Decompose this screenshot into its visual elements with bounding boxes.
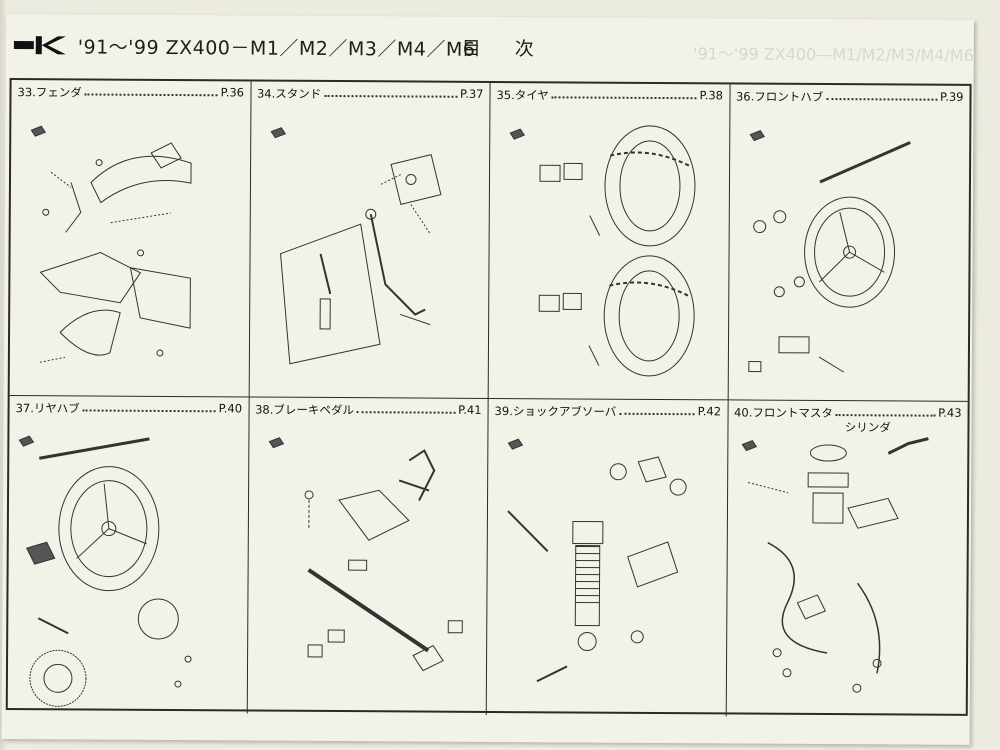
- stand-diagram: [270, 127, 442, 365]
- section-title: 34.スタンド: [256, 86, 322, 101]
- brake-pedal-diagram: [268, 437, 463, 672]
- section-page: P.43: [938, 405, 962, 420]
- leader-dots: [356, 402, 456, 414]
- section-page: P.39: [940, 89, 964, 104]
- section-title: 37.リヤハブ: [15, 401, 80, 416]
- leader-dots: [619, 403, 695, 416]
- index-label: 目 次: [461, 37, 548, 61]
- section-title: 33.フェンダ: [17, 85, 82, 100]
- shock-absorber-diagram: [507, 438, 687, 683]
- section-heading: 33.フェンダ P.36: [17, 84, 244, 103]
- section-heading: 37.リヤハブ P.40: [16, 400, 243, 419]
- section-front-hub[interactable]: 36.フロントハブ P.39: [728, 84, 970, 402]
- catalog-title: '91～'99 ZX400－M1／M2／M3／M4／M6: [77, 36, 476, 61]
- section-page: P.41: [458, 402, 482, 417]
- kawasaki-logo-icon: [13, 36, 66, 55]
- leader-dots: [551, 87, 697, 100]
- parts-catalog-page: '91～'99 ZX400－M1／M2／M3／M4／M6 目 次 '91～'99…: [1, 14, 974, 745]
- front-hub-diagram: [747, 129, 911, 373]
- section-page: P.40: [218, 401, 243, 416]
- leader-dots: [826, 89, 938, 101]
- section-tire[interactable]: 35.タイヤ P.38: [488, 82, 731, 401]
- section-title: 38.ブレーキペダル: [255, 402, 354, 418]
- tire-diagram: [509, 125, 696, 377]
- fender-diagram: [30, 125, 192, 363]
- section-page: P.42: [697, 404, 722, 419]
- section-title: 35.タイヤ: [496, 87, 550, 103]
- leader-dots: [82, 400, 216, 413]
- section-heading: 36.フロントハブ P.39: [736, 88, 964, 107]
- page-header: '91～'99 ZX400－M1／M2／M3／M4／M6 目 次 '91～'99…: [6, 28, 974, 70]
- section-heading: 35.タイヤ P.38: [496, 87, 723, 106]
- leader-dots: [324, 85, 458, 98]
- section-title: 36.フロントハブ: [735, 89, 824, 104]
- section-heading: 38.ブレーキペダル P.41: [255, 402, 482, 421]
- section-page: P.37: [460, 86, 484, 101]
- section-shock-absorber[interactable]: 39.ショックアブソーバ P.42: [486, 398, 729, 717]
- section-rear-hub[interactable]: 37.リヤハブ P.40: [7, 396, 250, 714]
- section-page: P.38: [699, 88, 724, 103]
- leader-dots: [835, 405, 936, 417]
- master-cylinder-diagram: [741, 437, 929, 693]
- diagram-index-grid: 33.フェンダ P.36 34.スタンド: [5, 78, 972, 717]
- rear-hub-diagram: [18, 435, 192, 707]
- section-page: P.36: [220, 85, 245, 100]
- section-stand[interactable]: 34.スタンド P.37: [249, 81, 491, 399]
- section-fender[interactable]: 33.フェンダ P.36: [9, 80, 252, 398]
- section-brake-pedal[interactable]: 38.ブレーキペダル P.41: [247, 397, 489, 715]
- section-heading: 39.ショックアブソーバ P.42: [494, 403, 722, 422]
- bleed-through-text: '91～'99 ZX400—M1/M2/M3/M4/M6: [693, 44, 974, 65]
- section-heading: 34.スタンド P.37: [256, 85, 484, 105]
- section-title: 39.ショックアブソーバ: [494, 403, 617, 419]
- leader-dots: [84, 84, 218, 97]
- section-front-master-cylinder[interactable]: 40.フロントマスタ P.43 シリンダ: [726, 400, 967, 717]
